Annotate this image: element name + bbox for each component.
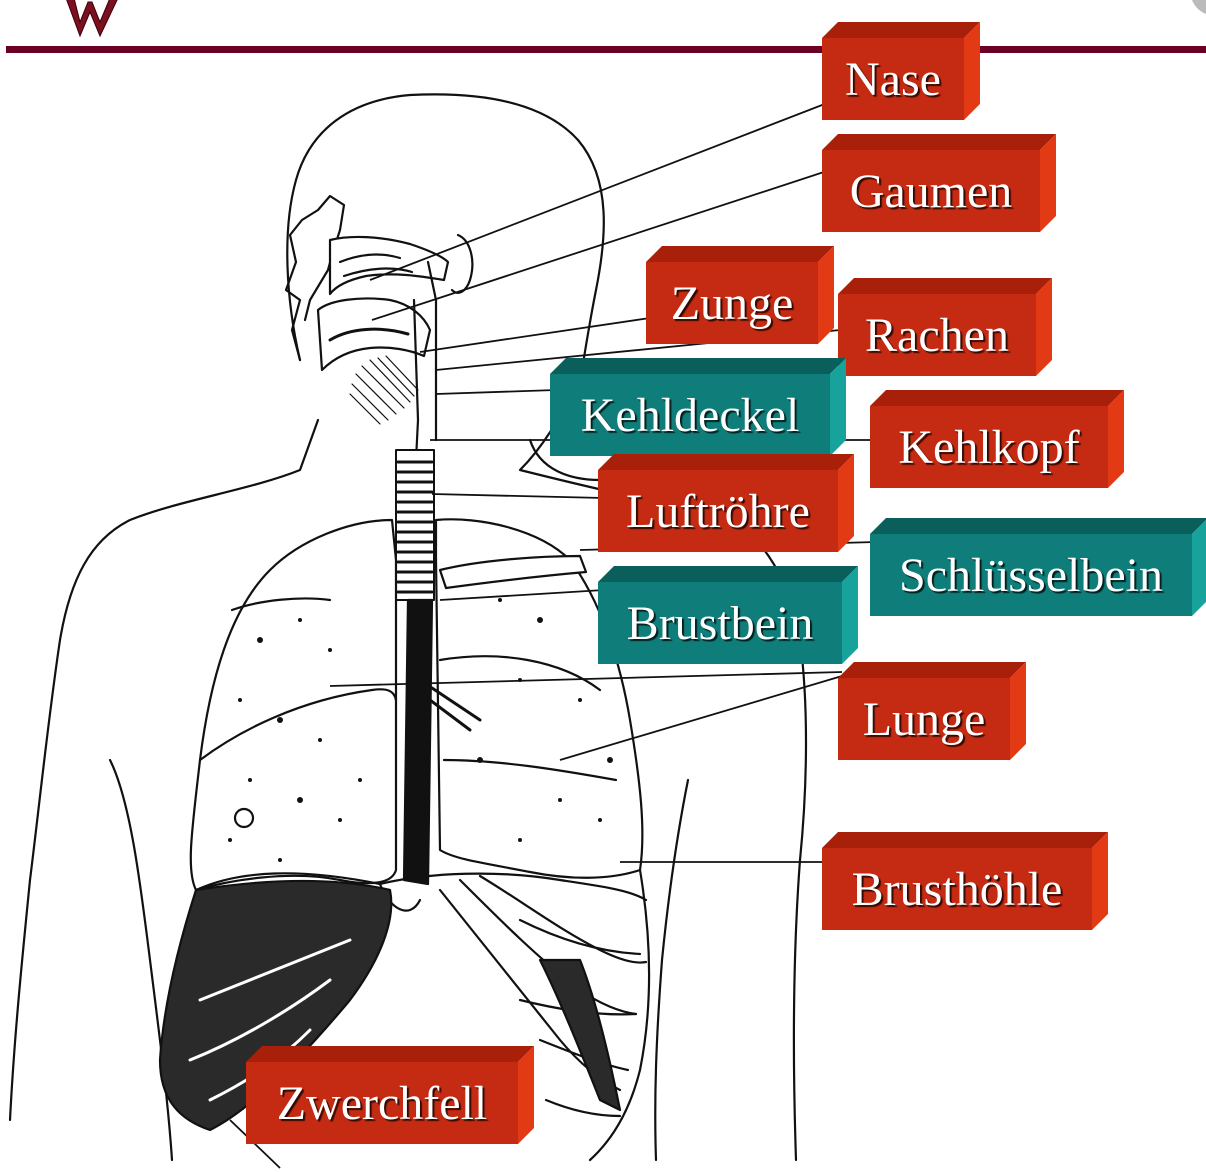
label-schluesselbein: Schlüsselbein	[870, 518, 1206, 616]
label-text: Nase	[822, 38, 964, 120]
label-lunge: Lunge	[838, 662, 1026, 760]
leader-kehldeckel	[436, 390, 556, 394]
label-brusthoehle: Brusthöhle	[822, 832, 1108, 930]
mouth-cavity	[318, 298, 430, 370]
label-kehlkopf: Kehlkopf	[870, 390, 1124, 488]
sternum	[404, 600, 432, 884]
label-brustbein: Brustbein	[598, 566, 858, 664]
label-text: Luftröhre	[598, 470, 838, 552]
nasal-cavity	[330, 237, 448, 294]
label-luftroehre: Luftröhre	[598, 454, 854, 552]
logo-w-icon	[66, 0, 118, 36]
label-text: Zunge	[646, 262, 818, 344]
label-text: Gaumen	[822, 150, 1040, 232]
label-text: Brusthöhle	[822, 848, 1092, 930]
label-text: Schlüsselbein	[870, 534, 1192, 616]
leader-luftroehre	[432, 494, 604, 498]
left-lung	[191, 520, 396, 890]
label-kehldeckel: Kehldeckel	[550, 358, 846, 456]
pharynx	[414, 262, 436, 460]
label-text: Rachen	[838, 294, 1036, 376]
corner-mark-icon	[1192, 0, 1206, 14]
label-text: Kehlkopf	[870, 406, 1108, 488]
trachea	[396, 450, 434, 600]
leader-zunge	[420, 318, 650, 352]
header-rule	[6, 46, 1206, 53]
label-zunge: Zunge	[646, 246, 834, 344]
label-text: Lunge	[838, 678, 1010, 760]
label-rachen: Rachen	[838, 278, 1052, 376]
label-zwerchfell: Zwerchfell	[246, 1046, 534, 1144]
label-text: Kehldeckel	[550, 374, 830, 456]
label-text: Brustbein	[598, 582, 842, 664]
label-gaumen: Gaumen	[822, 134, 1056, 232]
label-text: Zwerchfell	[246, 1062, 518, 1144]
label-nase: Nase	[822, 22, 980, 120]
